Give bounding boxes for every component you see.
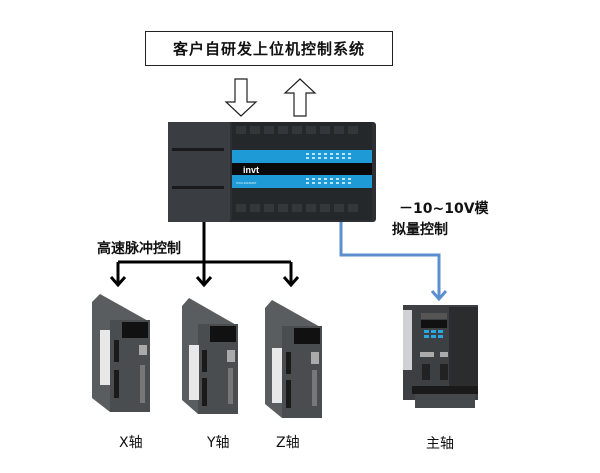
up-arrow-icon <box>283 78 317 117</box>
spindle-label: 主轴 <box>426 436 454 452</box>
servo-drive-y <box>182 298 238 414</box>
host-system-box: 客户自研发上位机控制系统 <box>145 31 393 66</box>
analog-connector <box>339 222 448 302</box>
plc-brand-logo: invt <box>243 165 259 175</box>
plc-controller: invt IVC3-1616MAT <box>168 122 376 222</box>
pulse-connector <box>109 222 300 288</box>
down-arrow-icon <box>224 78 258 117</box>
analog-control-label-line1: －10~10V模 <box>399 201 489 217</box>
z-axis-label: Z轴 <box>276 435 300 451</box>
x-axis-label: X轴 <box>119 435 143 451</box>
pulse-control-label: 高速脉冲控制 <box>97 241 181 257</box>
servo-drive-x <box>92 294 150 412</box>
servo-drive-z <box>265 300 322 418</box>
spindle-inverter <box>403 305 478 408</box>
analog-control-label-line2: 拟量控制 <box>392 222 448 238</box>
host-system-label: 客户自研发上位机控制系统 <box>172 40 365 58</box>
plc-model-text: IVC3-1616MAT <box>236 181 257 185</box>
y-axis-label: Y轴 <box>207 435 230 451</box>
